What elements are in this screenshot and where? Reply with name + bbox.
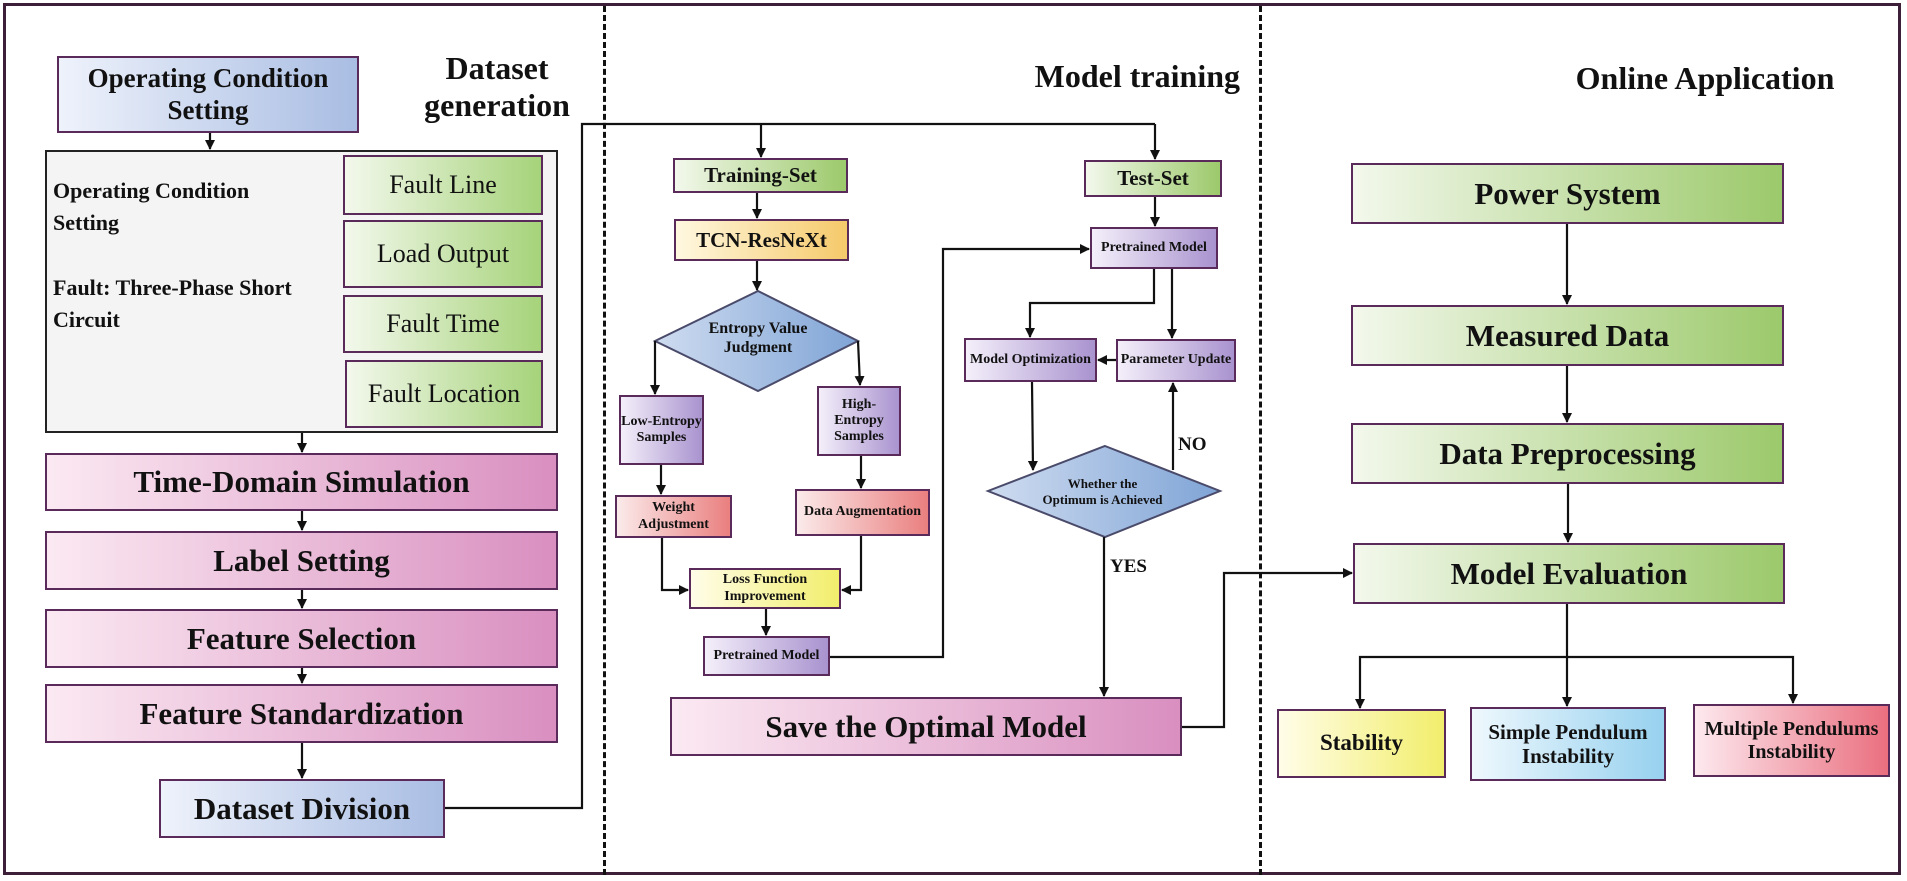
model-optimization-box: Model Optimization (964, 338, 1097, 382)
panel-fault-text: Fault: Three-Phase Short Circuit (53, 275, 292, 332)
fault-line-box: Fault Line (343, 155, 543, 215)
save-optimal-model-box: Save the Optimal Model (670, 697, 1182, 756)
load-output-box: Load Output (343, 220, 543, 288)
multiple-pendulums-instability-box: Multiple Pendulums Instability (1693, 704, 1890, 777)
simple-pendulum-instability-box: Simple Pendulum Instability (1470, 707, 1666, 781)
high-entropy-samples-box: High-Entropy Samples (817, 386, 901, 456)
entropy-diamond (652, 289, 861, 393)
loss-function-improvement-box: Loss Function Improvement (689, 568, 841, 609)
fault-time-box: Fault Time (343, 295, 543, 353)
stability-box: Stability (1277, 709, 1446, 778)
operating-condition-setting-box: Operating Condition Setting (57, 56, 359, 133)
data-augmentation-box: Data Augmentation (795, 489, 930, 536)
yes-label: YES (1110, 556, 1147, 577)
section-title-online: Online Application (1575, 60, 1835, 96)
time-domain-simulation-box: Time-Domain Simulation (45, 453, 558, 511)
diagram-frame (3, 3, 1901, 875)
parameter-update-box: Parameter Update (1116, 339, 1236, 382)
panel-operating-condition-text: Operating Condition Setting (53, 178, 250, 235)
section-divider-right (1259, 6, 1262, 875)
no-label: NO (1178, 434, 1207, 455)
low-entropy-samples-box: Low-Entropy Samples (619, 395, 704, 465)
training-set-box: Training-Set (673, 158, 848, 193)
label-setting-box: Label Setting (45, 531, 558, 590)
optimum-decision-label: Whether the Optimum is Achieved (1042, 476, 1163, 507)
fault-location-box: Fault Location (345, 360, 543, 428)
pretrained-model-right-box: Pretrained Model (1090, 227, 1218, 269)
tcn-resnext-box: TCN-ResNeXt (674, 219, 849, 261)
feature-standardization-box: Feature Standardization (45, 684, 558, 743)
section-title-training: Model training (1034, 58, 1240, 94)
feature-selection-box: Feature Selection (45, 609, 558, 668)
power-system-box: Power System (1351, 163, 1784, 224)
section-title-dataset: Dataset generation (424, 50, 570, 123)
weight-adjustment-box: Weight Adjustment (615, 495, 732, 538)
dataset-division-box: Dataset Division (159, 779, 445, 838)
test-set-box: Test-Set (1084, 160, 1222, 197)
pretrained-model-left-box: Pretrained Model (703, 636, 830, 676)
section-divider-left (603, 6, 606, 875)
data-preprocessing-box: Data Preprocessing (1351, 423, 1784, 484)
model-evaluation-box: Model Evaluation (1353, 543, 1785, 604)
entropy-judgment-label: Entropy Value Judgment (708, 319, 808, 356)
measured-data-box: Measured Data (1351, 305, 1784, 366)
